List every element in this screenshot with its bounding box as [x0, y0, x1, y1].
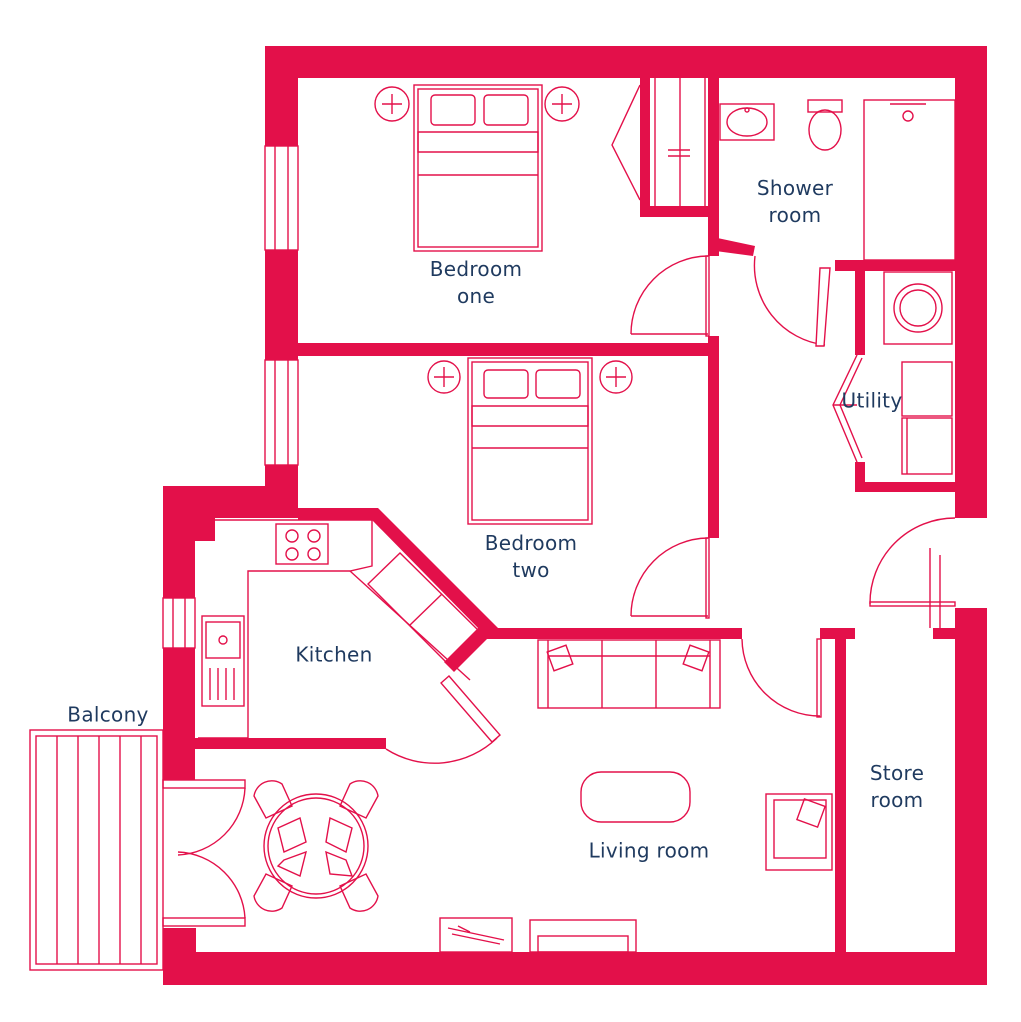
basin [719, 103, 775, 141]
hob [275, 523, 329, 565]
wall-left-bed1-mid [265, 250, 298, 360]
door-utility [832, 354, 863, 463]
wall-shower-bottom [708, 236, 755, 256]
kitchen-units-diagonal [367, 552, 481, 665]
balcony-deck [29, 729, 164, 971]
label-utility: Utility [842, 388, 903, 415]
coffee-table [580, 771, 691, 823]
bedside-lamp-bedroom-two-left [427, 360, 461, 394]
wall-utility-left-low [855, 462, 865, 492]
wall-shower-utility [835, 260, 955, 271]
label-living-room: Living room [589, 838, 710, 865]
sofa [537, 639, 721, 709]
label-store-room: Store room [870, 760, 924, 814]
washing-machine [883, 271, 953, 345]
label-bedroom-one-line2: one [456, 284, 496, 308]
wall-right-upper [955, 46, 987, 518]
armchair [765, 793, 833, 871]
walls [163, 46, 987, 985]
tv-unit [529, 919, 637, 953]
door-balcony [162, 779, 246, 927]
wall-right-lower [955, 608, 987, 985]
wall-kitchen-bottom [195, 738, 375, 749]
wall-utility-bottom [855, 482, 955, 492]
doors [162, 255, 956, 927]
label-bedroom-one: Bedroom one [430, 256, 523, 310]
label-balcony: Balcony [67, 702, 148, 729]
kitchen-sink [201, 615, 245, 707]
label-shower-room: Shower room [757, 175, 833, 229]
wall-bed2-right [708, 343, 719, 538]
label-store-room-line1: Store [869, 761, 925, 785]
door-shower-room [753, 255, 831, 347]
wall-bed2-living [490, 628, 742, 639]
wall-kitchen-diagonal [298, 508, 498, 672]
label-shower-room-line2: room [768, 203, 822, 227]
label-bedroom-two-line1: Bedroom [484, 531, 578, 555]
window-bedroom-two [264, 359, 299, 466]
label-living-room-line1: Living room [588, 838, 710, 863]
bedside-lamp-bedroom-one-right [544, 86, 580, 122]
wall-wardrobe-return [640, 206, 718, 217]
bedside-lamp-bedroom-one-left [374, 86, 410, 122]
bed-double-bedroom-one [413, 84, 543, 252]
label-balcony-line1: Balcony [67, 702, 149, 727]
label-bedroom-two: Bedroom two [485, 530, 578, 584]
bed-double-bedroom-two [467, 357, 593, 525]
door-kitchen [385, 675, 501, 764]
label-shower-room-line1: Shower [756, 176, 834, 200]
label-bedroom-one-line1: Bedroom [429, 257, 523, 281]
label-kitchen: Kitchen [295, 642, 372, 669]
wall-bed1-bed2 [298, 343, 718, 356]
window-kitchen [162, 597, 196, 649]
wall-left-kitchen-top [163, 486, 195, 598]
wall-left-kitchen-bottom [163, 648, 195, 780]
wall-store-top [933, 628, 955, 639]
window-bedroom-one [264, 145, 299, 251]
wall-store-left [835, 628, 846, 952]
toilet [807, 99, 843, 151]
door-living-room [741, 638, 822, 718]
wall-utility-left [855, 260, 865, 355]
bedside-lamp-bedroom-two-right [599, 360, 633, 394]
label-bedroom-two-line2: two [512, 558, 550, 582]
wall-wardrobe-post [640, 78, 650, 217]
wall-bottom [163, 952, 987, 985]
fireplace-rug [439, 917, 513, 953]
wall-top [265, 46, 987, 78]
label-utility-line1: Utility [841, 388, 903, 413]
utility-cupboards [901, 361, 953, 475]
wardrobe-bedroom-one [611, 78, 706, 206]
door-front [869, 517, 956, 628]
door-bedroom-one [630, 255, 710, 337]
windows [162, 145, 299, 649]
kitchen-worktop [198, 519, 471, 739]
label-store-room-line2: room [870, 788, 924, 812]
shower-tray [863, 99, 956, 261]
wall-bed1-right [708, 78, 719, 256]
wall-kitchen-bottom-end [375, 738, 386, 749]
wall-left-living-bottom [163, 928, 196, 985]
label-kitchen-line1: Kitchen [295, 642, 373, 667]
dining-table [263, 793, 369, 899]
wall-left-bed1-top [265, 46, 298, 146]
dining-chairs [253, 780, 379, 912]
door-bedroom-two [630, 537, 710, 619]
